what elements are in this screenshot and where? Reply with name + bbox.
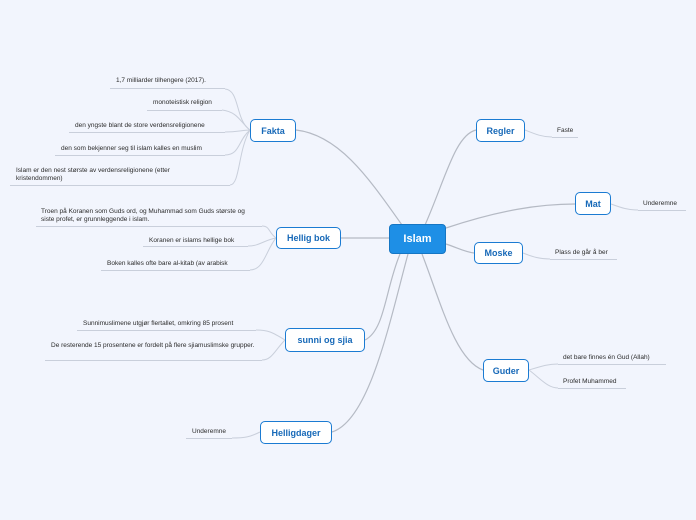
regler-item[interactable]: Faste: [557, 127, 574, 134]
branch-guder[interactable]: Guder: [483, 359, 529, 382]
helligdager-item[interactable]: Underemne: [192, 428, 226, 435]
connector-fakta: [295, 129, 403, 226]
guder-item[interactable]: det bare finnes én Gud (Allah): [563, 354, 650, 361]
branch-moske[interactable]: Moske: [474, 242, 523, 264]
root-node-islam[interactable]: Islam: [389, 224, 446, 254]
branch-label: Regler: [486, 125, 515, 136]
branch-fakta[interactable]: Fakta: [250, 119, 296, 142]
sunni-item[interactable]: Sunnimuslimene utgjør flertallet, omkrin…: [83, 320, 234, 327]
branch-label: Helligdager: [271, 427, 321, 438]
mat-item[interactable]: Underemne: [643, 200, 677, 207]
branch-label: Moske: [484, 248, 513, 258]
fakta-item[interactable]: 1,7 milliarder tilhengere (2017).: [116, 77, 206, 84]
branch-hellig-bok[interactable]: Hellig bok: [276, 227, 341, 249]
moske-item[interactable]: Plass de går å ber: [555, 249, 608, 256]
root-label: Islam: [403, 233, 432, 245]
hellig-bok-item[interactable]: Koranen er islams hellige bok: [149, 237, 235, 244]
hellig-bok-item[interactable]: Boken kalles ofte bare al-kitab (av arab…: [107, 260, 228, 267]
connector-helligdager: [331, 253, 409, 433]
branch-helligdager[interactable]: Helligdager: [260, 421, 332, 444]
branch-label: sunni og sjia: [297, 335, 353, 345]
guder-item[interactable]: Profet Muhammed: [563, 378, 617, 385]
branch-label: Fakta: [261, 125, 285, 136]
branch-label: Guder: [492, 365, 520, 376]
branch-sunni-og-sjia[interactable]: sunni og sjia: [285, 328, 365, 352]
branch-regler[interactable]: Regler: [476, 119, 525, 142]
hellig-bok-item[interactable]: Troen på Koranen som Guds ord, og Muhamm…: [41, 208, 245, 223]
connector-moske: [445, 243, 475, 254]
connector-guder: [421, 253, 484, 371]
branch-label: Mat: [585, 198, 601, 209]
connector-sunni: [364, 253, 401, 341]
fakta-item[interactable]: den som bekjenner seg til islam kalles e…: [61, 145, 202, 152]
branch-mat[interactable]: Mat: [575, 192, 611, 215]
fakta-item[interactable]: monoteistisk religion: [153, 99, 212, 106]
connector-mat: [445, 203, 576, 229]
fakta-item[interactable]: den yngste blant de store verdensreligio…: [75, 122, 205, 129]
connector-regler: [424, 129, 477, 226]
sunni-item[interactable]: De resterende 15 prosentene er fordelt p…: [51, 342, 255, 349]
branch-label: Hellig bok: [286, 233, 330, 243]
fakta-item[interactable]: Islam er den nest største av verdensreli…: [16, 167, 170, 182]
